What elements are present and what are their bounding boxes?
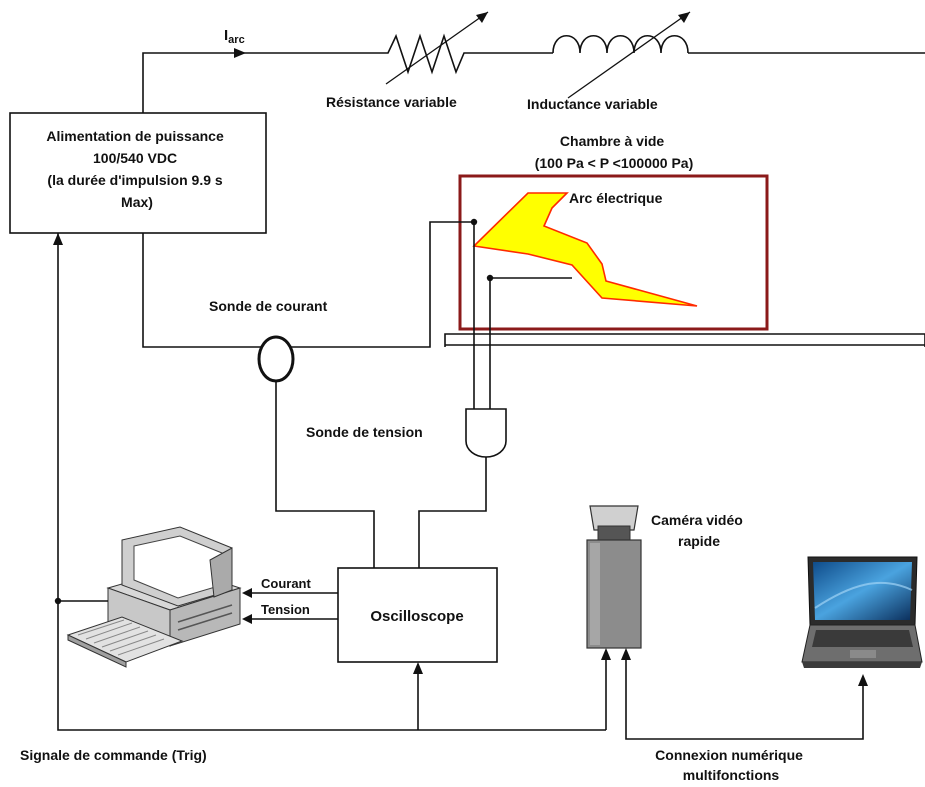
desktop-computer-icon <box>66 526 242 668</box>
computer-input-voltage-label: Tension <box>261 602 310 617</box>
current-probe-cable <box>275 381 375 568</box>
voltage-probe-label: Sonde de tension <box>306 424 423 440</box>
current-label: Iarc <box>224 27 245 46</box>
electric-arc-icon <box>472 192 698 307</box>
resistor-label: Résistance variable <box>326 94 457 110</box>
laptop-icon <box>801 556 923 668</box>
trigger-junction-node <box>54 597 62 605</box>
oscilloscope-label: Oscilloscope <box>370 608 463 625</box>
camera-label: Caméra vidéo rapide <box>651 512 747 549</box>
trigger-signal-label: Signale de commande (Trig) <box>20 747 207 763</box>
chamber-label: Chambre à vide (100 Pa < P <100000 Pa) <box>535 133 694 171</box>
scope-to-computer-wires <box>242 588 338 624</box>
inductor-label: Inductance variable <box>527 96 658 112</box>
trigger-signal-wires <box>53 233 611 731</box>
voltage-probe-cable <box>418 457 487 568</box>
vacuum-chamber <box>458 174 769 331</box>
variable-inductor-icon <box>552 11 691 99</box>
electrode-wires <box>142 221 925 348</box>
current-probe-icon <box>257 335 295 383</box>
top-circuit-wire <box>142 48 925 113</box>
voltage-probe-icon <box>465 408 507 458</box>
variable-resistor-icon <box>378 11 489 85</box>
digital-connection-wires <box>621 648 868 740</box>
arc-label: Arc électrique <box>569 190 663 206</box>
current-arrow-icon <box>234 48 246 58</box>
current-probe-label: Sonde de courant <box>209 298 328 314</box>
oscilloscope-box <box>337 567 498 663</box>
high-speed-camera-icon <box>586 505 642 649</box>
power-supply-box <box>9 112 267 234</box>
power-supply-label: Alimentation de puissance 100/540 VDC (l… <box>46 128 227 210</box>
computer-input-current-label: Courant <box>261 576 312 591</box>
digital-link-label: Connexion numérique multifonctions <box>655 747 807 783</box>
